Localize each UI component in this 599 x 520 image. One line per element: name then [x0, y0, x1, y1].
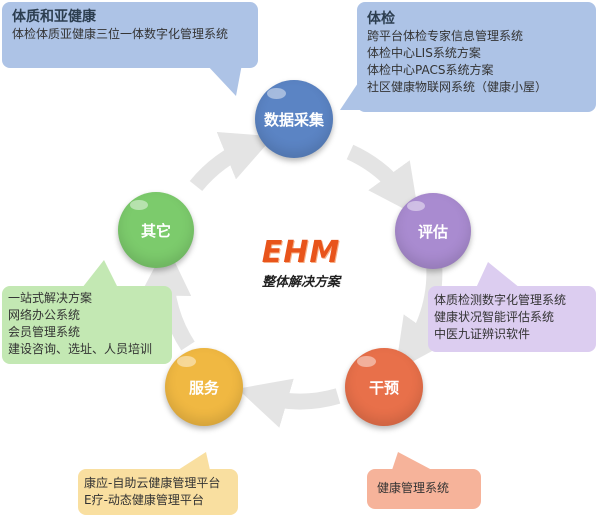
- bubble-service: 康应-自助云健康管理平台 E疗-动态健康管理平台: [78, 469, 238, 515]
- bubble-line: 健康管理系统: [377, 481, 450, 495]
- node-service: 服务: [165, 348, 243, 426]
- node-label: 数据采集: [263, 110, 324, 129]
- bubble-tail-service: [178, 452, 210, 470]
- bubble-line: 一站式解决方案: [8, 291, 93, 305]
- bubble-line: 体检体质亚健康三位一体数字化管理系统: [12, 27, 229, 41]
- bubble-title: 体质和亚健康: [12, 9, 96, 25]
- node-intervention: 干预: [345, 348, 423, 426]
- center-title: EHM 整体解决方案: [236, 235, 366, 291]
- bubble-line: 康应-自助云健康管理平台: [84, 476, 221, 490]
- bubble-evaluation: 体质检测数字化管理系统 健康状况智能评估系统 中医九证辨识软件: [428, 286, 596, 352]
- bubble-line: 建设咨询、选址、人员培训: [8, 342, 153, 356]
- node-label: 其它: [140, 221, 171, 240]
- node-data-collection: 数据采集: [255, 80, 333, 158]
- bubble-constitution: 体质和亚健康 体检体质亚健康三位一体数字化管理系统: [2, 2, 258, 68]
- bubble-line: E疗-动态健康管理平台: [84, 493, 204, 507]
- node-label: 干预: [368, 378, 399, 397]
- bubble-line: 体质检测数字化管理系统: [434, 293, 567, 307]
- bubble-line: 会员管理系统: [8, 325, 81, 339]
- node-label: 服务: [188, 378, 219, 397]
- bubble-tail-other: [82, 260, 118, 288]
- bubble-line: 健康状况智能评估系统: [434, 310, 555, 324]
- ehm-logo: EHM: [261, 235, 341, 270]
- bubble-checkup: 体检 跨平台体检专家信息管理系统 体检中心LIS系统方案 体检中心PACS系统方…: [357, 2, 596, 112]
- arrow-collect-to-eval: [346, 144, 420, 217]
- bubble-other: 一站式解决方案 网络办公系统 会员管理系统 建设咨询、选址、人员培训: [2, 286, 172, 364]
- node-label: 评估: [417, 222, 448, 241]
- bubble-title: 体检: [367, 11, 395, 27]
- bubble-line: 体检中心PACS系统方案: [367, 63, 494, 77]
- arrow-intervene-to-service: [237, 378, 341, 428]
- bubble-tail-constitution: [206, 64, 242, 96]
- center-subtitle: 整体解决方案: [261, 275, 340, 290]
- arrow-other-to-collect: [189, 131, 274, 192]
- node-evaluation: 评估: [395, 193, 471, 269]
- bubble-line: 跨平台体检专家信息管理系统: [367, 29, 524, 43]
- bubble-line: 中医九证辨识软件: [434, 327, 531, 341]
- bubble-intervention: 健康管理系统: [367, 469, 481, 509]
- node-other: 其它: [118, 192, 194, 268]
- bubble-line: 社区健康物联网系统（健康小屋）: [367, 80, 548, 94]
- bubble-tail-intervention: [392, 452, 432, 470]
- bubble-line: 网络办公系统: [8, 308, 81, 322]
- bubble-tail-evaluation: [476, 262, 520, 288]
- bubble-line: 体检中心LIS系统方案: [367, 46, 481, 60]
